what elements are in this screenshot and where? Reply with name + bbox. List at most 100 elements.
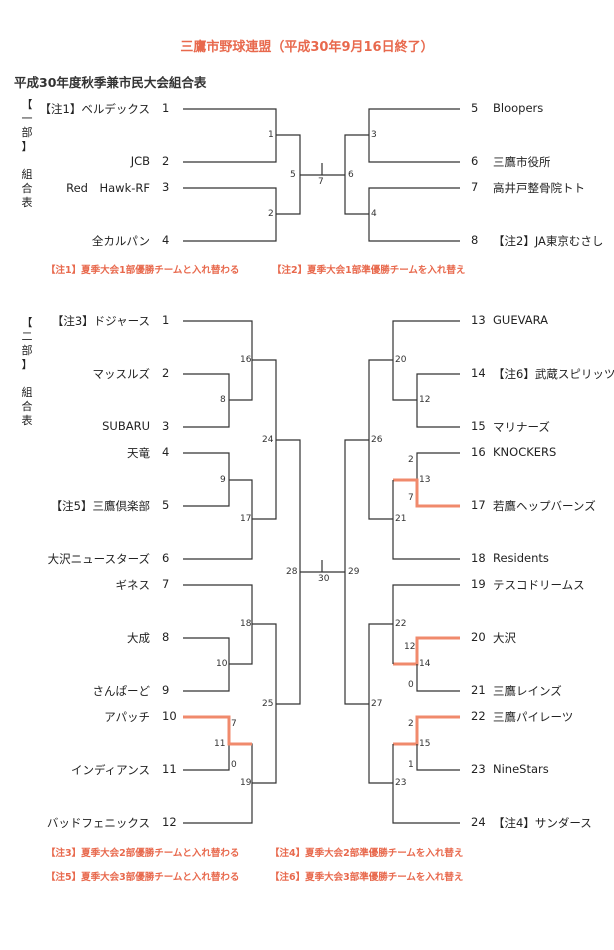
division2-match-number: 20 xyxy=(395,355,407,365)
division2-match-number: 9 xyxy=(220,475,226,485)
division1-note: 【注1】夏季大会1部優勝チームと入れ替わる xyxy=(46,265,240,276)
division2-vertical-label: 【二部】 組合表 xyxy=(20,316,34,428)
division1-note: 【注2】夏季大会1部準優勝チームを入れ替え xyxy=(272,265,466,276)
label-char: 】 xyxy=(21,140,33,153)
division2-team-seed: 12 xyxy=(162,815,177,829)
division2-team-name: テスコドリームス xyxy=(493,578,585,592)
division2-note: 【注6】夏季大会3部準優勝チームを入れ替え xyxy=(270,872,464,883)
division1-team-seed: 3 xyxy=(162,180,170,194)
bracket-line xyxy=(276,134,301,215)
division1-team-name: Bloopers xyxy=(493,101,544,115)
division2-team-seed: 20 xyxy=(471,630,486,644)
bracket-line xyxy=(344,134,369,215)
label-char xyxy=(20,372,34,386)
label-char: 【 xyxy=(21,316,33,329)
bracket-line xyxy=(183,108,277,163)
division1-vertical-label: 【一部】 組合表 xyxy=(20,98,34,210)
division2-team-name: 三鷹レインズ xyxy=(493,684,562,698)
division2-match-number: 15 xyxy=(419,739,431,749)
division2-team-name: 若鷹ヘップバーンズ xyxy=(493,499,596,513)
division2-match-number: 19 xyxy=(240,778,252,788)
division2-team-name: インディアンス xyxy=(70,763,150,777)
division2-team-name: 大成 xyxy=(127,631,150,645)
division2-team-seed: 22 xyxy=(471,709,486,723)
division2-team-name: SUBARU xyxy=(102,419,150,433)
label-char: 表 xyxy=(21,196,33,209)
label-char: 合 xyxy=(21,182,33,195)
division2-team-seed: 11 xyxy=(162,762,177,776)
division2-team-name: 天竜 xyxy=(127,446,150,460)
division2-team-seed: 18 xyxy=(471,551,486,565)
bracket-highlight xyxy=(183,715,252,746)
division2-team-name: マッスルズ xyxy=(92,367,151,381)
division2-team-name: 【注5】三鷹倶楽部 xyxy=(50,499,150,513)
division2-team-name: アパッチ xyxy=(104,710,150,724)
bracket-highlight xyxy=(393,636,460,666)
division2-match-number: 7 xyxy=(231,719,237,729)
division2-note: 【注5】夏季大会3部優勝チームと入れ替わる xyxy=(46,872,240,883)
bracket-line xyxy=(416,452,460,480)
division2-team-name: さんぱーど xyxy=(92,684,151,698)
division2-match-number: 22 xyxy=(395,619,407,629)
division1-team-name: 【注2】JA東京むさし xyxy=(493,234,604,248)
bracket-line xyxy=(344,439,369,705)
division2-team-seed: 17 xyxy=(471,498,486,512)
division2-match-number: 12 xyxy=(404,642,416,652)
division2-match-number: 2 xyxy=(408,719,414,729)
division2-team-name: GUEVARA xyxy=(493,313,548,327)
division2-match-number: 25 xyxy=(262,699,274,709)
bracket-line xyxy=(416,664,460,692)
division2-match-number: 16 xyxy=(240,355,252,365)
division2-match-number: 30 xyxy=(318,574,330,584)
division2-team-seed: 24 xyxy=(471,815,486,829)
division1-team-seed: 6 xyxy=(471,154,479,168)
division1-team-seed: 5 xyxy=(471,101,479,115)
division1-team-name: 全カルパン xyxy=(91,234,150,248)
bracket-line xyxy=(368,108,460,163)
bracket-line xyxy=(368,187,460,242)
division2-team-name: 大沢 xyxy=(493,631,516,645)
division2-match-number: 27 xyxy=(371,699,383,709)
division2-match-number: 18 xyxy=(240,619,252,629)
division2-team-seed: 5 xyxy=(162,498,170,512)
division1-team-name: Red Hawk-RF xyxy=(66,181,150,195)
division2-team-seed: 21 xyxy=(471,683,486,697)
division2-match-number: 23 xyxy=(395,778,407,788)
label-char: 二 xyxy=(21,330,33,343)
label-char: 組 xyxy=(21,386,33,399)
division2-match-number: 10 xyxy=(216,659,228,669)
bracket-line xyxy=(183,744,230,771)
division1-match-number: 1 xyxy=(268,130,274,140)
page-subtitle: 平成30年度秋季兼市民大会組合表 xyxy=(14,75,207,90)
division2-team-seed: 10 xyxy=(162,709,177,723)
division2-match-number: 21 xyxy=(395,514,407,524)
label-char: 合 xyxy=(21,400,33,413)
division1-team-name: JCB xyxy=(130,154,150,168)
division2-match-number: 14 xyxy=(419,659,431,669)
division2-team-seed: 6 xyxy=(162,551,170,565)
division2-team-name: マリナーズ xyxy=(493,420,550,434)
division2-match-number: 0 xyxy=(408,680,414,690)
division2-team-name: 【注3】ドジャース xyxy=(51,314,150,328)
division1-team-name: 三鷹市役所 xyxy=(493,155,551,169)
division2-match-number: 12 xyxy=(419,395,431,405)
division2-match-number: 13 xyxy=(419,475,431,485)
division2-match-number: 11 xyxy=(214,739,226,749)
division1-team-seed: 1 xyxy=(162,101,170,115)
label-char: 部 xyxy=(21,126,33,139)
division2-team-seed: 4 xyxy=(162,445,170,459)
division1-team-seed: 4 xyxy=(162,233,170,247)
division2-team-name: 【注6】武蔵スピリッツ xyxy=(493,367,614,381)
division2-match-number: 28 xyxy=(286,567,298,577)
division2-team-seed: 19 xyxy=(471,577,486,591)
bracket-line xyxy=(392,584,460,664)
division2-team-name: バッドフェニックス xyxy=(46,816,150,830)
division2-team-name: ギネス xyxy=(115,578,151,592)
division2-team-name: NineStars xyxy=(493,762,549,776)
division2-note: 【注4】夏季大会2部準優勝チームを入れ替え xyxy=(270,848,464,859)
division1-match-number: 2 xyxy=(268,209,274,219)
division1-team-seed: 7 xyxy=(471,180,479,194)
division2-team-seed: 14 xyxy=(471,366,486,380)
